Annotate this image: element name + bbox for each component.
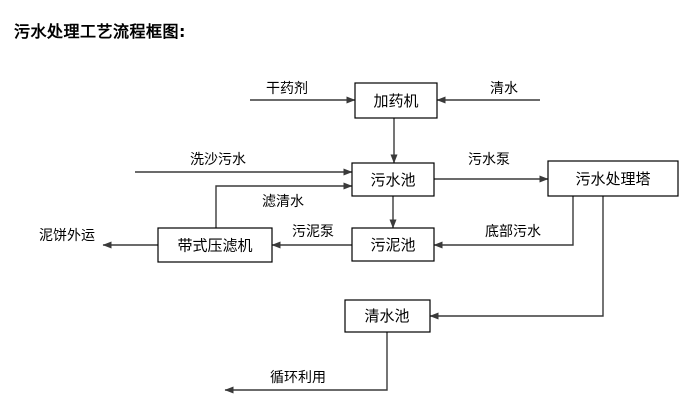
node-label-sludge-pool: 污泥池	[370, 236, 415, 254]
node-label-treatment-tower: 污水处理塔	[575, 170, 650, 188]
edge-label-mud-cake: 泥饼外运	[39, 228, 95, 244]
node-sludge-pool[interactable]: 污泥池	[351, 227, 435, 262]
edge-label-sewage-pump: 污水泵	[468, 152, 510, 168]
node-label-clear-water-pool: 清水池	[364, 307, 409, 325]
node-belt-filter-press[interactable]: 带式压滤机	[157, 227, 273, 263]
edge-filtrate: 滤清水	[215, 182, 353, 228]
node-label-belt-filter-press: 带式压滤机	[177, 237, 252, 255]
node-treatment-tower[interactable]: 污水处理塔	[547, 160, 679, 197]
edge-label-clean-water: 清水	[490, 81, 518, 97]
edge-tower-to-clear	[429, 196, 604, 320]
node-sewage-pool[interactable]: 污水池	[351, 162, 435, 197]
edge-recycle: 循环利用	[224, 332, 388, 394]
edge-label-recycle: 循环利用	[270, 370, 326, 386]
node-label-sewage-pool: 污水池	[370, 171, 415, 189]
edge-sludge-pump: 污泥泵	[271, 224, 352, 249]
edge-label-dry-agent: 干药剂	[266, 81, 308, 97]
edge-dry-agent: 干药剂	[250, 81, 356, 104]
node-label-dosing-machine: 加药机	[373, 92, 418, 110]
edge-bottom-sewage: 底部污水	[433, 196, 574, 249]
edge-label-sludge-pump: 污泥泵	[292, 224, 334, 240]
edge-label-wash-sand-sewage: 洗沙污水	[190, 152, 246, 168]
edge-sewage-pump: 污水泵	[434, 152, 549, 183]
node-dosing-machine[interactable]: 加药机	[354, 82, 438, 119]
edge-clean-water-in: 清水	[436, 81, 540, 104]
edge-label-bottom-sewage: 底部污水	[485, 224, 541, 240]
edge-wash-sand-sewage: 洗沙污水	[135, 152, 353, 176]
edge-mud-cake: 泥饼外运	[39, 228, 158, 249]
node-clear-water-pool[interactable]: 清水池	[344, 299, 431, 333]
page-title: 污水处理工艺流程框图:	[14, 22, 186, 41]
edge-label-filtrate: 滤清水	[262, 194, 304, 210]
